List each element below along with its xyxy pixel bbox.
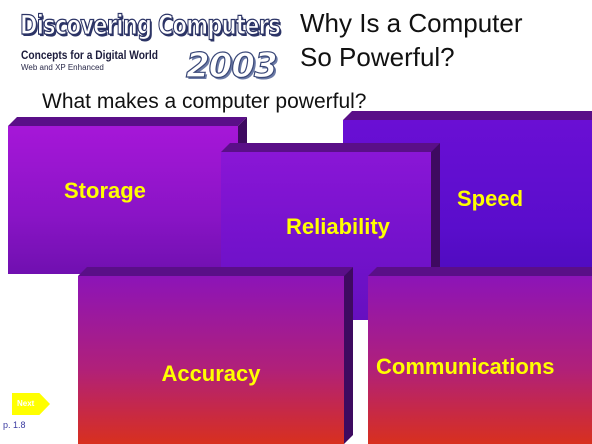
communications-box-top bbox=[368, 267, 592, 276]
logo-brand: Discovering Computers bbox=[19, 9, 281, 41]
storage-label: Storage bbox=[8, 126, 238, 274]
communications-label: Communications bbox=[368, 276, 592, 444]
accuracy-label: Accuracy bbox=[78, 276, 344, 444]
slide-title-line-1: Why Is a Computer bbox=[300, 8, 523, 38]
slide-title-line-2: So Powerful? bbox=[300, 42, 455, 72]
next-arrow-button[interactable]: Next bbox=[12, 393, 50, 415]
storage-box-top bbox=[8, 117, 247, 126]
slide-subtitle: What makes a computer powerful? bbox=[42, 90, 367, 113]
logo-subtag: Web and XP Enhanced bbox=[21, 63, 104, 72]
page-reference: p. 1.8 bbox=[3, 420, 26, 430]
speed-box-top bbox=[343, 111, 592, 120]
logo-year: 2003 bbox=[185, 45, 278, 86]
storage-box: Storage bbox=[8, 117, 247, 274]
logo-tagline: Concepts for a Digital World bbox=[21, 48, 158, 62]
accuracy-box-top bbox=[78, 267, 353, 276]
slide-title: Why Is a Computer So Powerful? bbox=[300, 6, 590, 74]
accuracy-box-side bbox=[344, 267, 353, 444]
next-label: Next bbox=[17, 399, 35, 408]
communications-box: Communications bbox=[368, 267, 592, 444]
accuracy-box: Accuracy bbox=[78, 267, 353, 444]
reliability-box-top bbox=[221, 143, 440, 152]
discovering-computers-logo: Discovering Computers Concepts for a Dig… bbox=[18, 8, 281, 88]
